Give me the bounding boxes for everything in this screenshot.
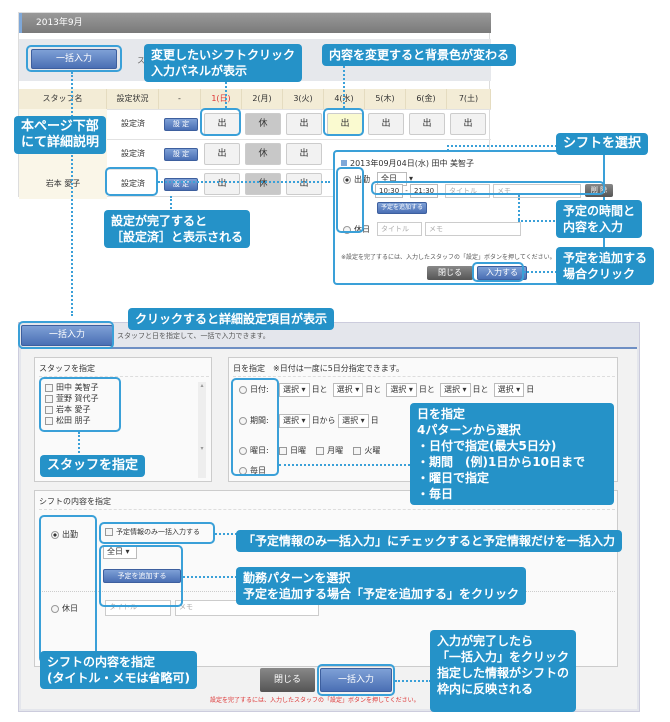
set-button[interactable]: 設 定 [164,178,198,191]
popup-close-button[interactable]: 閉じる [427,266,473,280]
add-schedule-button[interactable]: 予定を追加する [103,569,181,583]
shift-cell[interactable]: 休 [245,173,281,195]
cell-highlight [200,108,241,136]
period-start-select[interactable]: 選択 ▾ [279,414,310,428]
month-header: 2013年9月 [19,13,491,33]
popup-submit-button[interactable]: 入力する [477,266,527,280]
set-button[interactable]: 設 定 [164,118,198,131]
callout-shift-content: シフトの内容を指定 (タイトル・メモは省略可) [40,651,197,689]
staff-checkbox[interactable]: 岩本 愛子 [45,404,99,415]
callout-add-click: 予定を追加する 場合クリック [556,247,655,285]
off-title-input[interactable]: タイトル [105,600,171,616]
shift-cell[interactable]: 出 [204,173,240,195]
popup-note: ※設定を完了するには、入力したスタッフの「設定」ボタンを押してください。 [341,254,556,261]
bulk-input-tab[interactable]: 一括入力 [21,325,113,346]
close-button[interactable]: 閉じる [260,668,315,692]
staff-checkbox[interactable]: 松田 朋子 [45,415,99,426]
shift-cell[interactable]: 出 [286,173,322,195]
callout-date-patterns: 日を指定 4パターンから選択 ・日付で指定(最大5日分) ・期間 (例)1日から… [410,403,614,505]
table-row [19,169,491,199]
staff-checkbox[interactable]: 萱野 賀代子 [45,393,99,404]
bulk-input-button[interactable]: 一括入力 [31,49,117,69]
date-select[interactable]: 選択 ▾ [439,383,471,397]
callout-tab-click: クリックすると詳細設定項目が表示 [128,308,335,330]
column-header: 3(火) [283,89,324,109]
shift-cell[interactable]: 出 [368,113,404,135]
date-options-highlight [231,378,279,476]
weekday-checkbox[interactable]: 日曜 [279,446,306,455]
column-header: 2(月) [242,89,283,109]
column-header: スタッフ名 [19,89,107,109]
callout-select-shift: シフトを選択 [556,133,649,155]
bulk-only-highlight [99,522,215,544]
callout-click-shift: 変更したいシフトクリック 入力パネルが表示 [144,44,303,82]
callout-bulk-only: 「予定情報のみ一括入力」にチェックすると予定情報だけを一括入力 [236,530,623,552]
callout-pattern: 勤務パターンを選択 予定を追加する場合「予定を追加する」をクリック [236,567,527,605]
toolbar-hint: ス [137,56,145,65]
staff-section-title: スタッフを指定 [39,364,95,373]
status-label: 設定済 [121,179,145,188]
staff-scrollbar[interactable]: ▴▾ [198,382,206,478]
callout-complete: 入力が完了したら 「一括入力」をクリック 指定した情報がシフトの 枠内に反映され… [430,630,577,712]
work-radio[interactable]: 出勤 [51,529,78,540]
shift-cell[interactable]: 出 [450,113,486,135]
shift-cell[interactable]: 出 [409,113,445,135]
status-label: 設定済 [121,119,145,128]
weekday-checkbox[interactable]: 火曜 [353,446,380,455]
shift-cell[interactable]: 休 [245,113,281,135]
date-select[interactable]: 選択 ▾ [493,383,525,397]
popup-off-memo-input[interactable]: メモ [425,222,521,236]
callout-bg-change: 内容を変更すると背景色が変わる [322,44,517,66]
shift-cell[interactable]: 出 [286,143,322,165]
bulk-only-checkbox[interactable]: 予定情報のみ一括入力する [105,527,200,537]
date-option-date[interactable]: 日付: [239,384,269,395]
off-radio[interactable]: 休日 [51,603,78,614]
date-option-period[interactable]: 期間: [239,415,269,426]
popup-off-title-input[interactable]: タイトル [377,222,422,236]
column-header: 5(木) [365,89,406,109]
callout-time-content: 予定の時間と 内容を入力 [556,200,643,238]
weekday-checkbox[interactable]: 月曜 [316,446,343,455]
table-row [19,109,491,139]
shift-radio-highlight [39,515,97,663]
status-label: 設定済 [121,149,145,158]
date-select[interactable]: 選択 ▾ [279,383,310,397]
period-end-select[interactable]: 選択 ▾ [338,414,369,428]
set-button[interactable]: 設 定 [164,148,198,161]
staff-name: 岩本 愛子 [19,169,107,199]
column-header: 7(土) [447,89,491,109]
popup-add-schedule-button[interactable]: 予定を追加する [377,202,427,214]
shift-cell[interactable]: 出 [204,143,240,165]
popup-submit-highlight [472,262,524,282]
column-header: 1(日) [201,89,242,109]
popup-time-highlight [371,181,605,195]
bulk-button-highlight [26,45,122,72]
bulk-hint: スタッフと日を指定して、一括で入力できます。 [117,332,270,340]
tab-highlight [18,321,114,349]
table-row [19,139,491,169]
pattern-highlight [99,545,183,607]
date-select[interactable]: 選択 ▾ [386,383,417,397]
shift-section-title: シフトの内容を指定 [39,497,111,506]
status-highlight [105,167,158,196]
date-select[interactable]: 選択 ▾ [332,383,364,397]
date-option-weekday[interactable]: 曜日: [239,445,269,456]
staff-checkbox[interactable]: 田中 美智子 [45,382,99,393]
popup-radio-highlight [336,167,364,233]
column-header: 設定状況 [107,89,159,109]
date-section-title: 日を指定 ※日付は一度に5日分指定できます。 [233,364,404,373]
submit-highlight [317,664,395,696]
callout-status-set: 設定が完了すると ［設定済］と表示される [104,210,251,248]
changed-cell-highlight [323,108,364,136]
bulk-note: 設定を完了するには、入力したスタッフの「設定」ボタンを押してください。 [210,697,420,704]
staff-list-highlight [39,377,121,432]
shift-cell[interactable]: 休 [245,143,281,165]
column-header: 6(金) [406,89,447,109]
callout-details-below: 本ページ下部 にて詳細説明 [14,116,107,154]
bulk-submit-button[interactable]: 一括入力 [320,668,392,692]
popup-title: 2013年09月04日(水) 田中 美智子 [341,158,474,169]
column-header: - [159,89,201,109]
callout-staff: スタッフを指定 [40,455,146,477]
shift-cell[interactable]: 出 [286,113,322,135]
